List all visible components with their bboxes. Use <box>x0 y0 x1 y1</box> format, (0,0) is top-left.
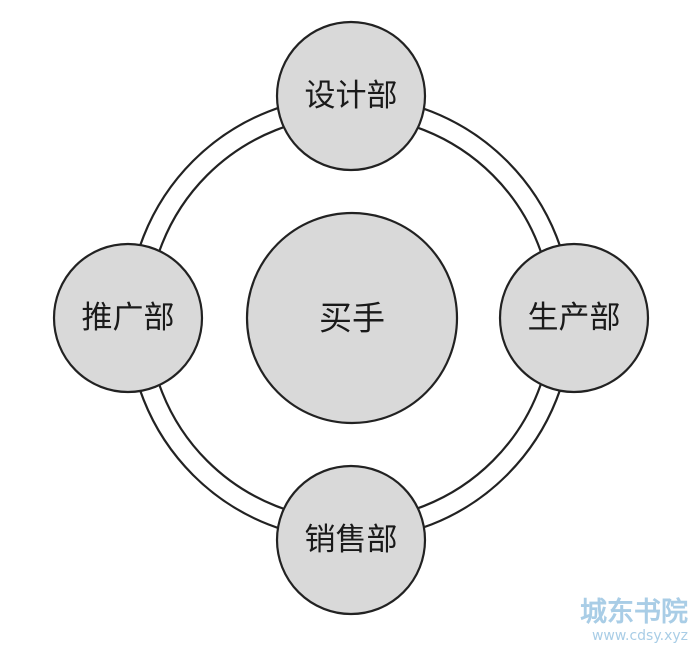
node-top-circle <box>275 20 427 172</box>
node-top-label: 设计部 <box>305 78 398 114</box>
watermark-url: www.cdsy.xyz <box>592 628 688 644</box>
node-left: 推广部 <box>52 242 204 394</box>
node-right-circle <box>498 242 650 394</box>
node-bottom-label: 销售部 <box>305 522 398 558</box>
watermark: 城东书院 www.cdsy.xyz <box>580 596 688 644</box>
center-node-circle <box>245 211 459 425</box>
node-left-label: 推广部 <box>82 300 175 336</box>
node-left-circle <box>52 242 204 394</box>
watermark-name: 城东书院 <box>580 596 688 628</box>
node-bottom-circle <box>275 464 427 616</box>
node-right: 生产部 <box>498 242 650 394</box>
node-bottom: 销售部 <box>275 464 427 616</box>
node-top: 设计部 <box>275 20 427 172</box>
center-node: 买手 <box>245 211 459 425</box>
node-right-label: 生产部 <box>528 300 621 336</box>
center-node-label: 买手 <box>319 299 385 338</box>
